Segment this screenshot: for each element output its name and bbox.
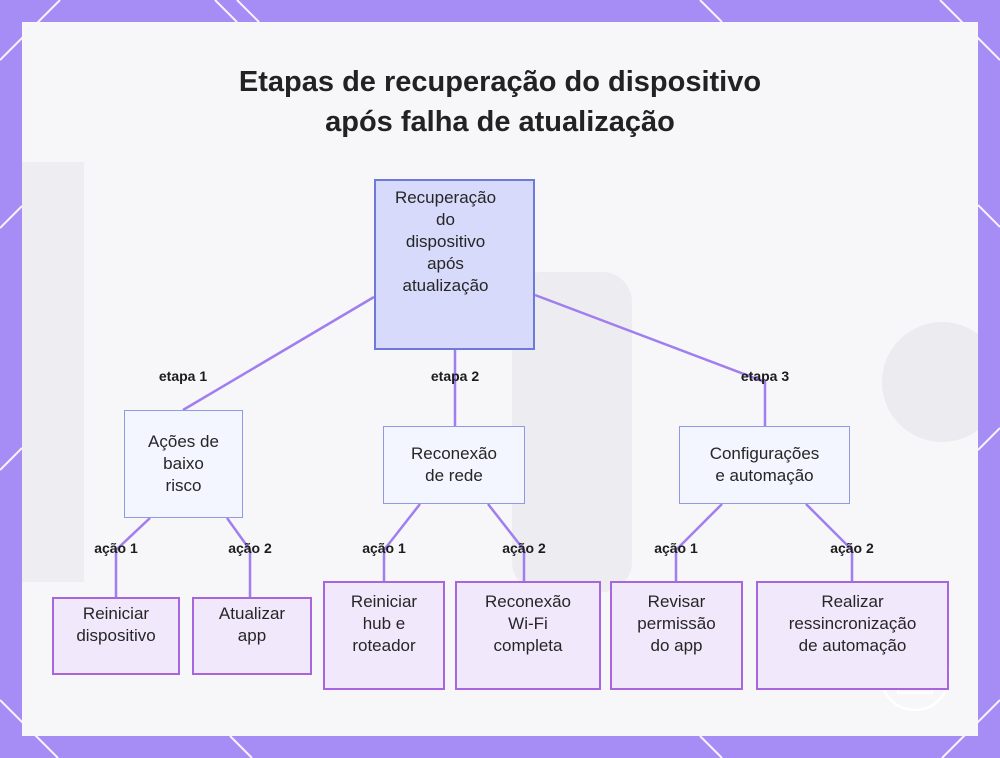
step-node-1-text-line: risco bbox=[165, 476, 202, 495]
action-edge-label-2-1: ação 1 bbox=[362, 540, 406, 556]
action-node-2-1: Reiniciar hub e roteador bbox=[323, 581, 445, 690]
action-node-1-2: Atualizar app bbox=[192, 597, 312, 675]
root-node-text-line: do bbox=[436, 210, 455, 229]
action-edge-label-3-1: ação 1 bbox=[654, 540, 698, 556]
action-node-3-2-text-line: de automação bbox=[798, 636, 907, 655]
edges bbox=[114, 293, 854, 597]
action-node-3-2-text-line: Realizar bbox=[821, 592, 884, 611]
action-edge-label-2-2: ação 2 bbox=[502, 540, 546, 556]
step-node-2: Reconexão de rede bbox=[383, 426, 525, 504]
background-device-circle bbox=[882, 322, 978, 442]
edge-step-1-to-action-2 bbox=[225, 517, 252, 597]
diagram-title-line-1: Etapas de recuperação do dispositivo bbox=[238, 66, 762, 98]
action-node-3-1-text-line: Revisar bbox=[647, 592, 706, 611]
root-node-text-line: após bbox=[427, 254, 464, 273]
edge-step-3-to-action-2 bbox=[805, 503, 854, 581]
action-node-3-1-text-line: do app bbox=[650, 636, 703, 655]
action-node-2-2-text-line: Wi-Fi bbox=[508, 614, 548, 633]
action-node-3-2-text-line: ressincronização bbox=[788, 614, 917, 633]
action-edge-label-3-2: ação 2 bbox=[830, 540, 874, 556]
edge-root-to-step-1 bbox=[182, 295, 375, 412]
step-node-3-text-line: Configurações bbox=[709, 444, 820, 463]
root-node-text-line: atualização bbox=[402, 276, 489, 295]
step-edge-label-3: etapa 3 bbox=[740, 368, 790, 384]
step-node-3: Configurações e automação bbox=[679, 426, 850, 504]
root-node: Recuperação do dispositivo após atualização bbox=[374, 179, 535, 350]
action-node-2-1-text-line: Reiniciar bbox=[350, 592, 418, 611]
action-node-1-1-text-line: Reiniciar bbox=[82, 604, 150, 623]
action-node-3-1: Revisar permissão do app bbox=[610, 581, 743, 690]
edge-step-2-to-action-1 bbox=[382, 503, 421, 581]
action-node-2-2-text-line: completa bbox=[493, 636, 563, 655]
step-node-2-text-line: Reconexão bbox=[410, 444, 497, 463]
action-node-2-1-text-line: hub e bbox=[362, 614, 406, 633]
root-node-text-line: Recuperação bbox=[394, 188, 497, 207]
action-node-1-1: Reiniciar dispositivo bbox=[52, 597, 180, 675]
step-edge-label-1: etapa 1 bbox=[158, 368, 208, 384]
step-node-1-text-line: baixo bbox=[163, 454, 204, 473]
step-node-1-text-line: Ações de bbox=[148, 432, 219, 451]
edge-step-1-to-action-1 bbox=[114, 517, 151, 597]
action-node-1-2-text-line: app bbox=[237, 626, 267, 645]
action-node-2-2-text-line: Reconexão bbox=[484, 592, 571, 611]
action-edge-label-1-1: ação 1 bbox=[94, 540, 138, 556]
background-sidebar bbox=[22, 162, 84, 582]
step-node-3-text-line: e automação bbox=[715, 466, 814, 485]
action-node-1-2-text-line: Atualizar bbox=[218, 604, 286, 623]
root-node-text-line: dispositivo bbox=[405, 232, 486, 251]
action-node-3-1-text-line: permissão bbox=[637, 614, 716, 633]
diagram-title-line-2: após falha de atualização bbox=[325, 106, 675, 138]
action-edge-label-1-2: ação 2 bbox=[228, 540, 272, 556]
edge-step-2-to-action-2 bbox=[487, 503, 526, 581]
edge-step-3-to-action-1 bbox=[674, 503, 723, 581]
action-node-2-1-text-line: roteador bbox=[352, 636, 416, 655]
step-node-1: Ações de baixo risco bbox=[124, 410, 243, 518]
edge-root-to-step-3 bbox=[534, 293, 767, 426]
step-node-2-text-line: de rede bbox=[425, 466, 483, 485]
action-node-3-2: Realizar ressincronização de automação bbox=[756, 581, 949, 690]
step-edge-label-2: etapa 2 bbox=[430, 368, 480, 384]
action-node-1-1-text-line: dispositivo bbox=[76, 626, 156, 645]
